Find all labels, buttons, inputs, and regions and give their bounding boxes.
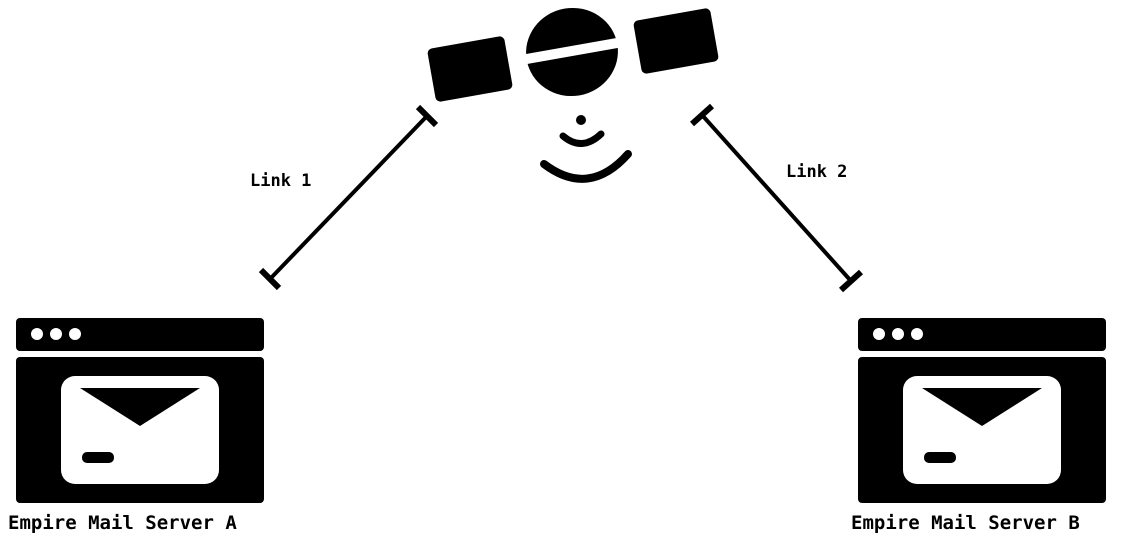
envelope-icon <box>903 376 1061 484</box>
link-2-label: Link 2 <box>786 162 848 182</box>
signal-waves-icon <box>540 115 632 183</box>
satellite-right-panel <box>633 8 719 74</box>
satellite-body <box>519 7 624 97</box>
satellite-dish <box>561 81 585 95</box>
satellite-left-panel <box>427 36 513 102</box>
envelope-icon <box>61 376 219 484</box>
server-a-label: Empire Mail Server A <box>8 512 237 534</box>
link-1-label: Link 1 <box>250 171 312 191</box>
mail-server-b-icon <box>858 318 1106 503</box>
mail-server-a-icon <box>16 318 264 503</box>
server-b-label: Empire Mail Server B <box>851 512 1080 534</box>
link-1-line <box>258 104 439 291</box>
link-2-line <box>689 103 864 293</box>
satellite-icon <box>427 7 719 183</box>
